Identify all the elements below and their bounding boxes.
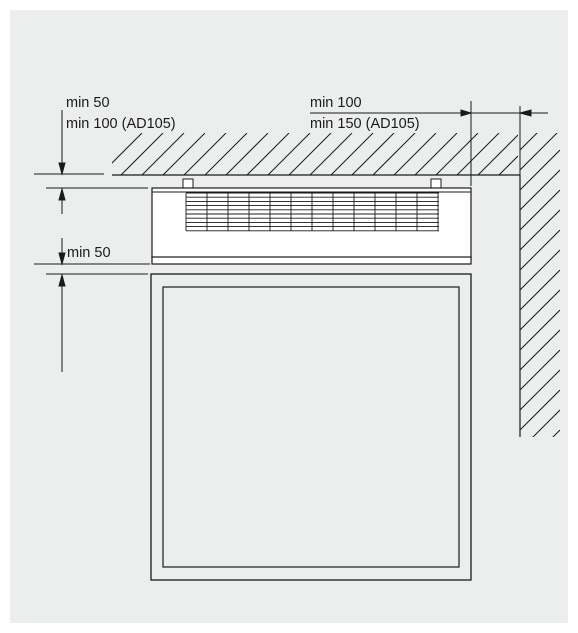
hatch-line (520, 369, 560, 411)
wall-hatch (520, 133, 560, 510)
hatch-line (520, 289, 560, 331)
hatch-line (520, 389, 560, 431)
hatch-line (520, 133, 538, 151)
hatch-line (520, 133, 558, 171)
hatch-line (162, 133, 206, 175)
hatch-line (520, 189, 560, 231)
hatch-line (498, 155, 518, 175)
hatch-line (225, 133, 269, 175)
dimension-top-right (310, 101, 548, 186)
label-top-left-2: min 100 (AD105) (66, 116, 176, 132)
label-top-left-1: min 50 (66, 95, 110, 111)
hatch-line (393, 133, 437, 175)
hatch-line (246, 133, 290, 175)
hatch-line (372, 133, 416, 175)
hatch-line (520, 329, 560, 371)
hatch-line (477, 134, 518, 175)
hatch-line (288, 133, 332, 175)
hatch-line (520, 149, 560, 191)
hatch-line (520, 249, 560, 291)
hatch-line (267, 133, 311, 175)
hatch-line (112, 133, 143, 164)
hatch-line (204, 133, 248, 175)
hatch-line (520, 269, 560, 311)
hatch-line (520, 470, 560, 510)
unit-grille (185, 192, 439, 232)
label-top-right-2: min 150 (AD105) (310, 116, 420, 132)
hatch-line (541, 133, 578, 175)
hatch-line (552, 429, 560, 437)
hatch-line (435, 133, 479, 175)
ceiling-hatch (112, 133, 578, 175)
hatch-line (520, 169, 560, 211)
unit-base (151, 256, 472, 265)
hatch-line (414, 133, 458, 175)
diagram-background (10, 10, 568, 623)
dimension-mid-left (34, 238, 150, 372)
dimension-top-left (34, 110, 148, 214)
unit-body (151, 187, 472, 259)
hatch-line (520, 349, 560, 391)
hatch-line (520, 209, 560, 251)
hatch-line (456, 133, 500, 175)
ceiling-unit (151, 178, 472, 265)
hatch-line (351, 133, 395, 175)
ceiling-panel (150, 273, 472, 581)
hatch-line (141, 133, 185, 175)
panel-inner-frame (162, 286, 460, 568)
hatch-line (520, 450, 560, 490)
label-mid-left: min 50 (67, 245, 111, 261)
hatch-line (520, 309, 560, 351)
hatch-line (309, 133, 353, 175)
label-top-right-1: min 100 (310, 95, 362, 111)
hatch-line (520, 229, 560, 271)
hatch-line (120, 133, 164, 175)
panel-outer-frame (150, 273, 472, 581)
hatch-line (183, 133, 227, 175)
hatch-line (532, 409, 560, 437)
hatch-line (330, 133, 374, 175)
